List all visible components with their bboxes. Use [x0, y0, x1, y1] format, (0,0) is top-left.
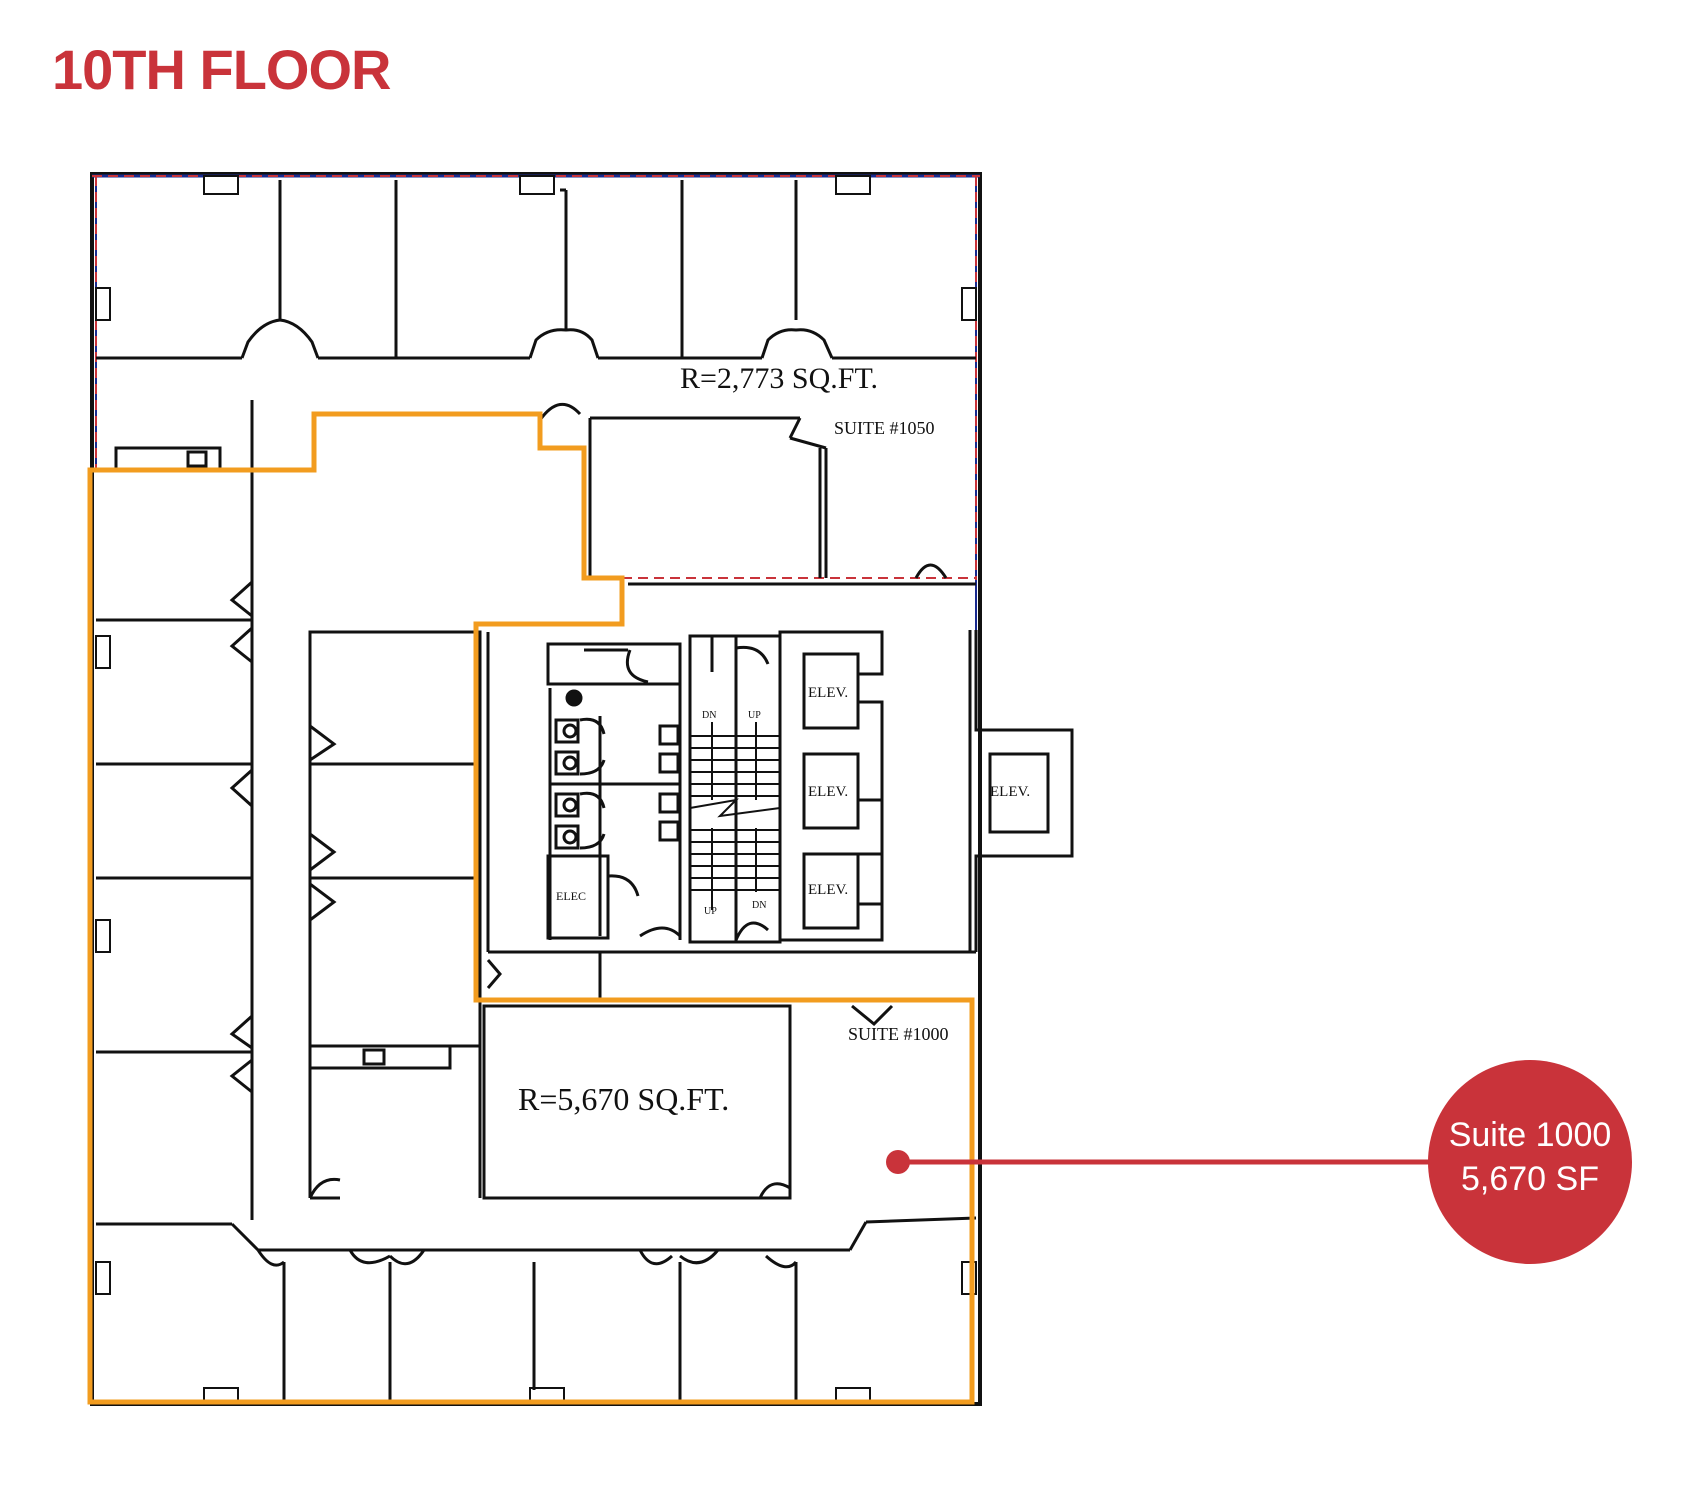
- suite-1000-rooms: [96, 470, 977, 1400]
- suite-1000-outline: [87, 411, 975, 1405]
- stair-up-label: UP: [704, 906, 717, 917]
- stair-down-label: DN: [702, 710, 716, 721]
- electrical-room-label: ELEC: [556, 889, 586, 903]
- toilet-icon: [554, 718, 580, 850]
- north-offices: [96, 180, 976, 421]
- callout-suite-name: Suite 1000: [1449, 1116, 1612, 1154]
- suite-1050-area: R=2,773 SQ.FT.: [680, 362, 878, 395]
- stair-down-label: DN: [752, 900, 766, 911]
- building-core: [486, 582, 1074, 1000]
- elevator-label: ELEV.: [808, 784, 848, 800]
- elevator-label: ELEV.: [808, 685, 848, 701]
- suite-1000-area: R=5,670 SQ.FT.: [518, 1081, 729, 1117]
- suite-outlines: [87, 411, 975, 1405]
- callout-suite-area: 5,670 SF: [1461, 1160, 1599, 1198]
- suite-1050-rooms: [114, 400, 948, 579]
- callout-badge: [1428, 1060, 1632, 1264]
- elevator-label: ELEV.: [990, 784, 1030, 800]
- suite-1050-name: SUITE #1050: [834, 418, 935, 438]
- suite-1000-name: SUITE #1000: [848, 1024, 949, 1044]
- suite-callout: Suite 1000 5,670 SF: [886, 1060, 1632, 1264]
- stair-up-label: UP: [748, 710, 761, 721]
- elevator-label: ELEV.: [808, 882, 848, 898]
- callout-anchor-dot: [886, 1150, 910, 1174]
- page-title: 10TH FLOOR: [52, 38, 391, 101]
